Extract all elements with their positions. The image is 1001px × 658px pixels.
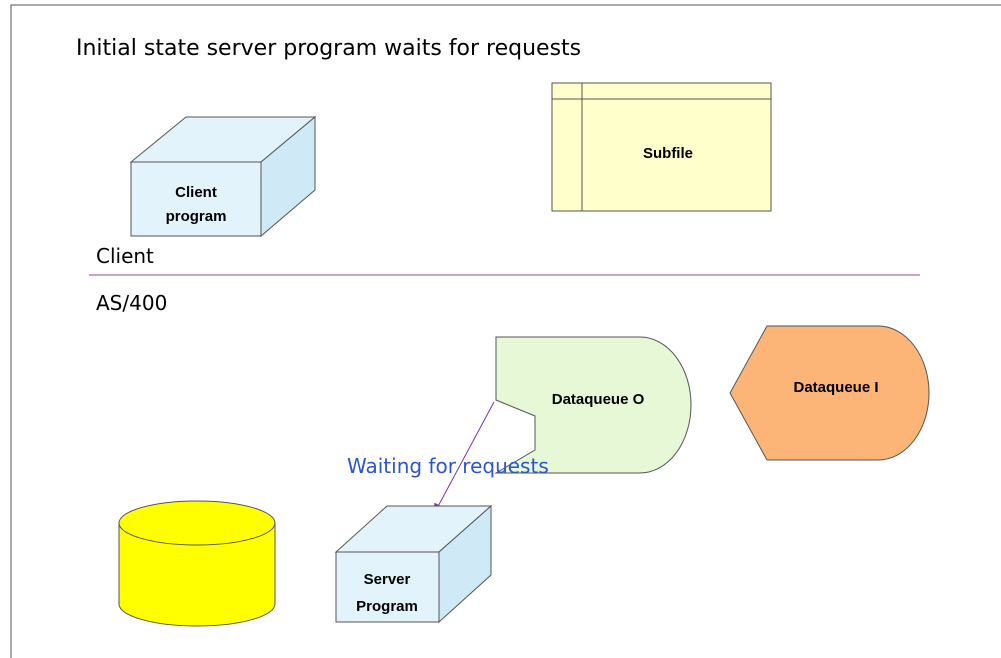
slide-frame <box>10 4 1001 658</box>
dataqueue-i-node: Dataqueue I <box>729 325 930 461</box>
dataqueue-i-label: Dataqueue I <box>793 379 878 396</box>
dataqueue-o-shape <box>494 336 692 474</box>
server-program-front-face <box>335 551 440 623</box>
subfile-label: Subfile <box>643 145 693 162</box>
dataqueue-o-label: Dataqueue O <box>552 391 645 408</box>
waiting-edge-label: Waiting for requests <box>347 454 549 478</box>
dataqueue-o-node: Dataqueue O <box>494 336 692 474</box>
client-program-label-line2: program <box>166 208 227 225</box>
client-program-label-line1: Client <box>175 184 217 201</box>
waiting-edge: Waiting for requests <box>347 401 549 514</box>
server-program-label-line2: Program <box>356 598 418 615</box>
database-body <box>118 523 276 627</box>
dataqueue-i-shape <box>729 325 930 461</box>
slide-title: Initial state server program waits for r… <box>76 36 581 61</box>
waiting-arrow <box>434 401 495 514</box>
database-top <box>118 500 276 546</box>
server-program-label-line1: Server <box>364 571 411 588</box>
client-zone-label: Client <box>96 244 154 268</box>
client-program-node: Client program <box>129 115 317 238</box>
database-node <box>118 500 276 627</box>
server-program-node: Server Program <box>334 504 493 624</box>
subfile-box <box>551 82 772 212</box>
client-program-front-face <box>130 161 262 237</box>
subfile-node: Subfile <box>551 82 772 212</box>
as400-zone-label: AS/400 <box>96 291 167 315</box>
